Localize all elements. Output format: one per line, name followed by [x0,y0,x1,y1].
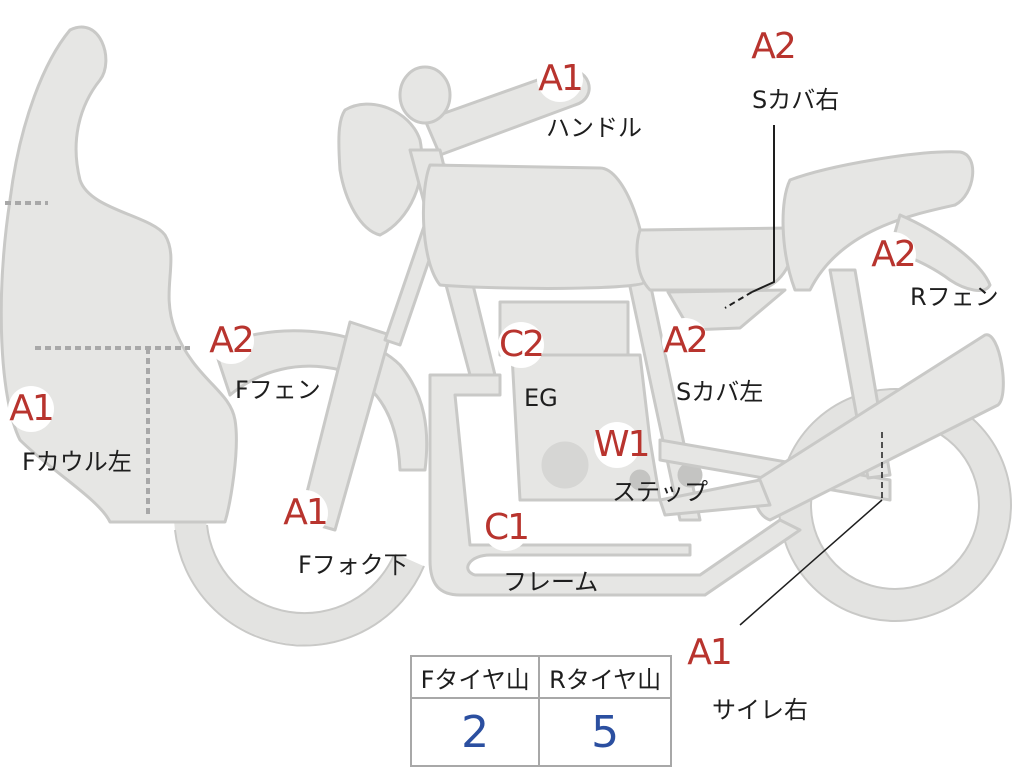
front-cowl-shape [0,25,238,524]
part-label-side-cover-right: Sカバ右 [752,86,840,114]
grade-badge-handle: A1 [537,56,584,102]
tread-header-row: Fタイヤ山 Rタイヤ山 [409,655,672,699]
front-wheel [174,518,425,645]
part-label-front-fork-lower: Fフォク下 [298,551,408,579]
grade-badge-front-fender: A2 [208,318,255,364]
grade-badge-step: W1 [594,422,651,468]
part-label-engine: EG [524,384,558,412]
tire-tread-table: Fタイヤ山 Rタイヤ山 2 5 [409,655,672,767]
rear-tire-tread-header: Rタイヤ山 [538,655,672,699]
grade-badge-engine: C2 [498,322,545,368]
leader-line-side-cover-right [751,125,775,293]
grade-badge-front-cowl-left: A1 [8,386,55,432]
rear-tire-tread-value: 5 [538,697,672,767]
tread-value-row: 2 5 [409,697,672,767]
tank-shape [421,163,648,290]
part-label-silencer-right: サイレ右 [712,696,808,724]
front-tire-tread-header: Fタイヤ山 [409,655,541,699]
part-label-side-cover-left: Sカバ左 [676,378,764,406]
part-label-rear-fender: Rフェン [910,283,999,311]
grade-badge-front-fork-lower: A1 [282,490,329,536]
part-label-frame: フレーム [503,568,599,596]
front-tire-tread-value: 2 [409,697,541,767]
seat-shape [635,226,795,292]
part-label-front-fender: Fフェン [235,376,321,404]
grade-badge-side-cover-right: A2 [750,24,797,70]
part-label-handle: ハンドル [546,114,642,142]
grade-badge-silencer-right: A1 [686,630,733,676]
part-label-front-cowl-left: Fカウル左 [22,448,132,476]
grade-badge-frame: C1 [483,505,530,551]
front-fork-shape [298,320,392,532]
part-label-step: ステップ [612,478,708,506]
grade-badge-side-cover-left: A2 [662,318,709,364]
grade-badge-rear-fender: A2 [870,232,917,278]
